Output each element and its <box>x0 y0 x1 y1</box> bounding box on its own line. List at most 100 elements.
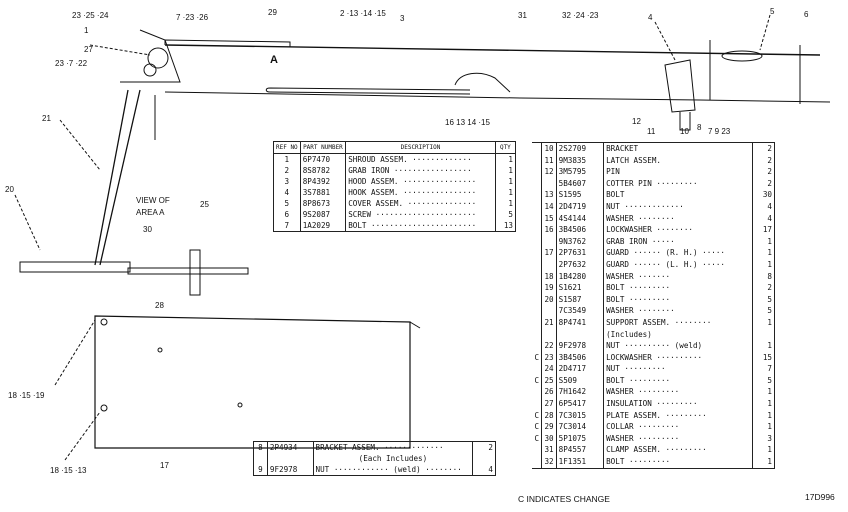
cell-desc: (Includes) <box>603 328 753 341</box>
cell-ref: 12 <box>541 166 557 178</box>
cell-desc: GUARD ······ (R. H.) ····· <box>603 247 753 259</box>
cell-qty: 1 <box>752 316 775 329</box>
cell-desc: COLLAR ········· <box>603 421 753 433</box>
cell-desc: WASHER ········ <box>603 305 753 317</box>
cell-c <box>532 236 542 248</box>
cell-part: 3M5795 <box>555 166 604 178</box>
cell-c <box>532 224 542 236</box>
callout-label: 27 <box>84 45 93 54</box>
cell-c <box>532 271 542 283</box>
cell-c: C <box>534 375 540 385</box>
cell-desc: BOLT ········· <box>603 374 753 387</box>
callout-label: 6 <box>804 10 809 19</box>
cell-part: S509 <box>555 374 604 387</box>
callout-label: 7 9 23 <box>708 127 731 136</box>
cell-desc: BOLT ········· <box>603 456 753 469</box>
cell-qty: 1 <box>752 444 775 457</box>
change-note: C INDICATES CHANGE <box>518 494 610 504</box>
cell-qty: 1 <box>752 386 775 399</box>
cell-ref: 16 <box>541 224 557 236</box>
cell-part: 2D4719 <box>555 200 604 213</box>
cell-ref: 20 <box>541 293 557 306</box>
callout-label: 2 ·13 ·14 ·15 <box>340 9 386 18</box>
header-desc: DESCRIPTION <box>345 141 496 154</box>
header-ref: REF NO <box>273 141 301 154</box>
cell-desc: GUARD ······ (L. H.) ····· <box>603 258 753 271</box>
cell-part: 9F2978 <box>555 340 604 352</box>
cell-ref: 27 <box>541 398 557 410</box>
cell-qty: 5 <box>752 293 775 306</box>
cell-part: 7H1642 <box>555 386 604 399</box>
cell-c <box>532 340 542 352</box>
callout-label: 3 <box>400 14 405 23</box>
cell-ref: 10 <box>541 142 557 155</box>
cell-ref: 21 <box>541 316 557 329</box>
cell-c <box>532 259 542 271</box>
cell-c <box>532 305 542 317</box>
cell-ref: 26 <box>541 386 557 399</box>
cell-ref <box>541 328 557 341</box>
cell-ref <box>541 305 557 317</box>
cell-part: 2D4717 <box>555 363 604 375</box>
cell-part: 1B4280 <box>555 270 604 283</box>
cell-ref: 13 <box>541 189 557 201</box>
callout-label: 31 <box>518 11 527 20</box>
drawing-number: 17D996 <box>805 492 835 502</box>
cell-desc: LOCKWASHER ········ <box>603 224 753 236</box>
cell-desc: LOCKWASHER ·········· <box>603 351 753 364</box>
cell-ref: 15 <box>541 212 557 225</box>
callout-label: 25 <box>200 200 209 209</box>
cell-ref: 31 <box>541 444 557 457</box>
cell-qty: 3 <box>752 432 775 445</box>
cell-c <box>532 398 542 410</box>
cell-part: 6P5417 <box>555 398 604 410</box>
table-row: (Each Includes) <box>253 453 496 464</box>
cell-desc: BOLT ········· <box>603 282 753 294</box>
callout-label: 20 <box>5 185 14 194</box>
header-part: PART NUMBER <box>299 141 346 154</box>
cell-part: 7C3549 <box>555 305 604 317</box>
callout-label: 29 <box>268 8 277 17</box>
cell-c <box>532 363 542 375</box>
cell-c <box>532 282 542 294</box>
cell-qty: 4 <box>752 200 775 213</box>
cell-qty: 1 <box>752 235 775 248</box>
area-marker: A <box>270 54 278 66</box>
callout-label: 23 ·7 ·22 <box>55 59 88 68</box>
cell-qty: 17 <box>752 224 775 236</box>
cell-c: C <box>534 422 540 432</box>
cell-part: 8P4557 <box>555 444 604 457</box>
cell-part: 5B4607 <box>555 177 604 190</box>
cell-desc: INSULATION ········· <box>603 398 753 410</box>
cell-ref: 18 <box>541 270 557 283</box>
table-row: (Includes) <box>532 328 775 341</box>
cell-c <box>532 143 542 155</box>
cell-qty <box>752 328 775 341</box>
cell-desc: BRACKET <box>603 142 753 155</box>
view-caption: AREA A <box>136 208 165 217</box>
cell-c <box>532 329 542 341</box>
cell-ref: 14 <box>541 200 557 213</box>
cell-qty: 7 <box>752 363 775 375</box>
cell-part: S1587 <box>555 293 604 306</box>
callout-label: 8 <box>697 123 702 132</box>
callout-label: 21 <box>42 114 51 123</box>
cell-ref: 29 <box>541 421 557 433</box>
